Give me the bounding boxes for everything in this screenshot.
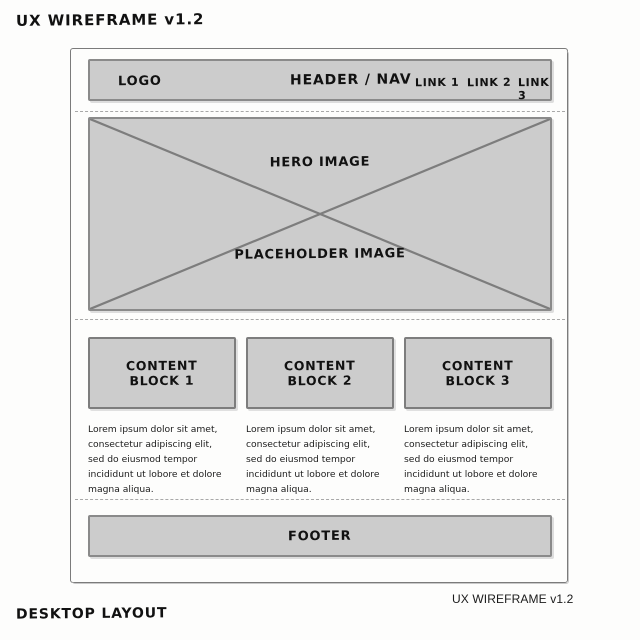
content-block-2[interactable]: CONTENT BLOCK 2 Lorem ipsum dolor sit am…	[246, 337, 394, 498]
placeholder-cross-icon	[90, 119, 550, 309]
footer-bar[interactable]: FOOTER	[88, 515, 552, 557]
section-divider-header	[75, 111, 565, 112]
section-divider-hero	[75, 319, 565, 320]
content-block-2-body: Lorem ipsum dolor sit amet, consectetur …	[246, 424, 380, 495]
nav-title-label: HEADER / NAV	[289, 71, 412, 89]
footer-label: FOOTER	[288, 528, 352, 544]
content-block-3-title: CONTENT BLOCK 3	[442, 357, 514, 389]
nav-link-2[interactable]: LINK 2	[466, 75, 512, 90]
content-block-1-box[interactable]: CONTENT BLOCK 1	[88, 337, 236, 409]
content-blocks-row: CONTENT BLOCK 1 Lorem ipsum dolor sit am…	[88, 337, 552, 495]
section-divider-content	[75, 499, 565, 500]
content-block-1-body: Lorem ipsum dolor sit amet, consectetur …	[88, 424, 222, 495]
nav-link-3[interactable]: LINK 3	[517, 75, 550, 103]
content-block-3[interactable]: CONTENT BLOCK 3 Lorem ipsum dolor sit am…	[404, 337, 552, 498]
wireframe-canvas: LOGO HEADER / NAV LINK 1 LINK 2 LINK 3 H…	[70, 48, 569, 584]
content-block-1[interactable]: CONTENT BLOCK 1 Lorem ipsum dolor sit am…	[88, 337, 236, 498]
watermark-label: UX WIREFRAME v1.2	[452, 592, 574, 606]
content-block-3-body: Lorem ipsum dolor sit amet, consectetur …	[404, 424, 538, 495]
layout-type-label: DESKTOP LAYOUT	[15, 605, 168, 623]
content-block-2-box[interactable]: CONTENT BLOCK 2	[246, 337, 394, 409]
logo-label: LOGO	[117, 73, 162, 90]
content-block-1-title: CONTENT BLOCK 1	[126, 357, 198, 389]
header-nav-bar[interactable]: LOGO HEADER / NAV LINK 1 LINK 2 LINK 3	[88, 59, 552, 103]
page-title: UX WIREFRAME v1.2	[15, 10, 205, 30]
content-block-3-box[interactable]: CONTENT BLOCK 3	[404, 337, 552, 409]
nav-link-1[interactable]: LINK 1	[414, 75, 460, 90]
hero-image-placeholder[interactable]: HERO IMAGE PLACEHOLDER IMAGE	[88, 117, 552, 311]
content-block-2-title: CONTENT BLOCK 2	[284, 357, 356, 389]
